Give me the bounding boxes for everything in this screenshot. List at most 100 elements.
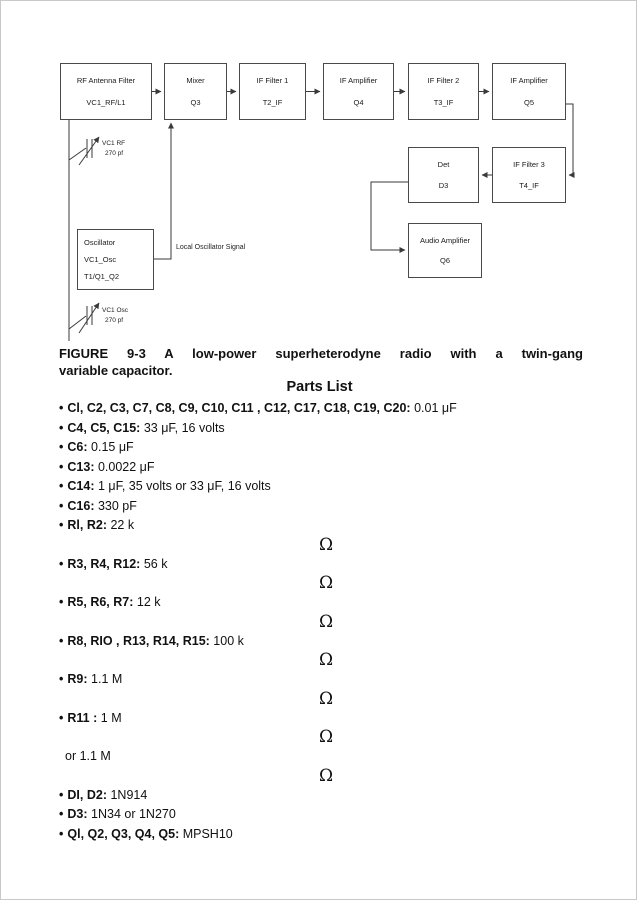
block-if-filter-3: IF Filter 3 T4_IF — [492, 147, 566, 203]
parts-list-item: •R5, R6, R7: 12 k — [59, 593, 593, 613]
part-value: 330 pF — [97, 498, 137, 513]
bullet: • — [59, 498, 64, 513]
parts-list-item: •R11 : 1 M — [59, 709, 593, 729]
block-if-filter-1: IF Filter 1 T2_IF — [239, 63, 306, 120]
block-rf-antenna-filter: RF Antenna Filter VC1_RF/L1 — [60, 63, 152, 120]
part-value: 100 k — [213, 633, 244, 648]
block-if-amplifier-q5: IF Amplifier Q5 — [492, 63, 566, 120]
vc1-rf-label: VC1 RF — [102, 140, 126, 147]
part-label: DI, D2: — [67, 787, 107, 802]
bullet: • — [59, 595, 64, 609]
block-if-filter-2: IF Filter 2 T3_IF — [408, 63, 479, 120]
bullet: • — [59, 826, 64, 841]
block-subtitle: Q6 — [439, 256, 450, 266]
block-oscillator: Oscillator VC1_Osc T1/Q1_Q2 — [77, 229, 154, 290]
part-value: 56 k — [143, 556, 168, 571]
figure-caption: FIGURE 9-3 A low-power superheterodyne r… — [59, 345, 583, 379]
bullet: • — [59, 459, 64, 474]
ohm-symbol: Ω — [318, 650, 334, 670]
part-label: C4, C5, C15: — [67, 420, 141, 435]
variable-capacitor-vc1rf-icon — [68, 136, 100, 166]
bullet: • — [59, 807, 64, 821]
block-subtitle2: T1/Q1_Q2 — [84, 272, 120, 281]
block-title: Det — [437, 160, 450, 169]
bullet: • — [59, 479, 64, 493]
part-label: R8, RIO , R13, R14, R15: — [67, 633, 210, 648]
bullet: • — [59, 710, 64, 725]
block-title: IF Filter 3 — [513, 160, 545, 169]
block-subtitle: VC1_Osc — [84, 255, 117, 264]
part-value: 1.1 M — [91, 672, 123, 686]
part-label: C6: — [67, 440, 88, 454]
arrow-det-to-audio — [370, 181, 408, 253]
ohm-symbol: Ω — [318, 573, 334, 593]
bullet: • — [59, 518, 64, 532]
part-value: 0.0022 μF — [97, 459, 155, 474]
part-value: 1N914 — [110, 787, 148, 802]
variable-capacitor-vc1osc-icon — [68, 302, 100, 334]
arrow-osc-to-mixer — [154, 122, 174, 260]
parts-list-item: •Cl, C2, C3, C7, C8, C9, C10, C11 , C12,… — [59, 399, 593, 419]
bullet: • — [59, 556, 64, 571]
part-label: R5, R6, R7: — [67, 595, 134, 609]
part-label: Cl, C2, C3, C7, C8, C9, C10, C11 , C12, … — [67, 401, 411, 415]
parts-list-item: •C4, C5, C15: 33 μF, 16 volts — [59, 419, 593, 439]
part-label: R3, R4, R12: — [67, 556, 141, 571]
block-audio-amplifier: Audio Amplifier Q6 — [408, 223, 482, 278]
block-title: IF Amplifier — [510, 76, 548, 86]
ohm-symbol: Ω — [318, 688, 334, 709]
block-detector: Det D3 — [408, 147, 479, 203]
parts-list-item: •C14: 1 μF, 35 volts or 33 μF, 16 volts — [59, 477, 593, 497]
parts-list-item: •Rl, R2: 22 k — [59, 516, 593, 536]
parts-list-item: •C13: 0.0022 μF — [59, 458, 593, 478]
part-label: D3: — [67, 807, 88, 821]
part-value: or 1.1 M — [65, 749, 111, 763]
part-value: 33 μF, 16 volts — [143, 420, 225, 435]
figure-caption-line1: FIGURE 9-3 A low-power superheterodyne r… — [59, 346, 583, 361]
parts-list-item: •C16: 330 pF — [59, 497, 593, 517]
local-oscillator-signal-label: Local Oscillator Signal — [176, 244, 246, 251]
block-title: IF Amplifier — [339, 76, 378, 86]
part-label: R9: — [67, 672, 88, 686]
vc1-osc-value-label: 270 pf — [105, 317, 124, 324]
block-subtitle: VC1_RF/L1 — [86, 97, 126, 107]
block-if-amplifier-q4: IF Amplifier Q4 — [323, 63, 394, 120]
block-title: RF Antenna Filter — [76, 76, 136, 86]
ohm-symbol: Ω — [318, 611, 334, 632]
part-value: 1 μF, 35 volts or 33 μF, 16 volts — [97, 479, 271, 493]
block-subtitle: Q3 — [190, 97, 201, 107]
bullet: • — [59, 401, 64, 415]
block-title: IF Filter 1 — [256, 76, 289, 86]
part-label: C16: — [67, 498, 95, 513]
parts-list-item-continuation: or 1.1 M — [59, 747, 593, 767]
bullet: • — [59, 420, 64, 435]
bullet: • — [59, 633, 64, 648]
bullet: • — [59, 672, 64, 686]
ohm-symbol: Ω — [318, 534, 334, 555]
vc1-osc-label: VC1 Osc — [102, 307, 129, 314]
block-subtitle: D3 — [438, 181, 449, 190]
block-subtitle: T2_IF — [262, 97, 283, 107]
parts-list-item: •C6: 0.15 μF — [59, 438, 593, 458]
part-value: 1 M — [100, 710, 122, 725]
parts-list-item: •R3, R4, R12: 56 k — [59, 555, 593, 575]
part-label: Rl, R2: — [67, 518, 107, 532]
part-label: R11 : — [67, 710, 98, 725]
block-subtitle: T3_IF — [433, 97, 454, 107]
block-title: IF Filter 2 — [427, 76, 460, 86]
block-subtitle: Q4 — [353, 97, 364, 107]
part-value: 1N34 or 1N270 — [91, 807, 176, 821]
part-label: C13: — [67, 459, 95, 474]
figure-caption-line2: variable capacitor. — [59, 363, 173, 378]
parts-list-item: •DI, D2: 1N914 — [59, 786, 593, 806]
part-value: 0.01 μF — [414, 401, 457, 415]
parts-list-item: •D3: 1N34 or 1N270 — [59, 805, 593, 825]
bullet: • — [59, 440, 64, 454]
parts-list-item: •R8, RIO , R13, R14, R15: 100 k — [59, 632, 593, 652]
part-value: 0.15 μF — [91, 440, 134, 454]
block-subtitle: T4_IF — [519, 181, 539, 190]
arrow-amp2-to-if3 — [566, 103, 575, 178]
block-mixer: Mixer Q3 — [164, 63, 227, 120]
parts-list: •Cl, C2, C3, C7, C8, C9, C10, C11 , C12,… — [59, 399, 593, 844]
